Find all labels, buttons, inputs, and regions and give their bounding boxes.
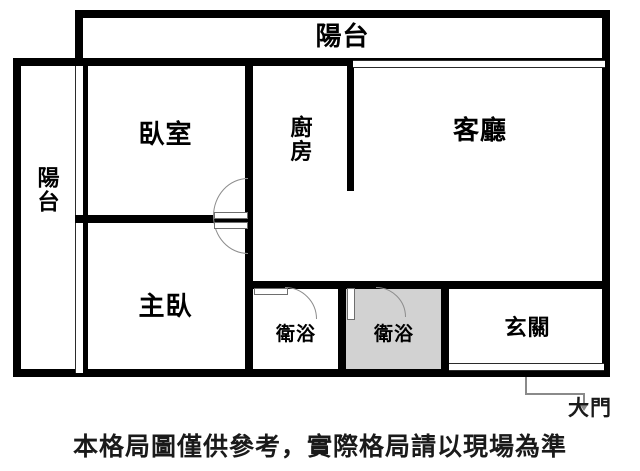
bathroom-1-door-leaf[interactable] — [254, 288, 288, 295]
room-label-bathroom-2: 衛浴 — [373, 323, 414, 346]
disclaimer-caption: 本格局圖僅供參考，實際格局請以現場為準 — [72, 432, 567, 461]
wall-bedroom-master-divider — [75, 215, 253, 223]
wall-top-balcony-right — [602, 10, 610, 66]
wall-main-top-left-segment — [13, 58, 83, 66]
wall-bathroom-top — [245, 281, 610, 289]
room-label-kitchen: 廚 房 — [290, 115, 314, 165]
bedroom-door-leaf[interactable] — [214, 212, 248, 219]
wall-left-balcony-divider-top — [75, 58, 83, 66]
room-label-living-room: 客廳 — [452, 116, 507, 147]
room-label-bathroom-1: 衛浴 — [275, 323, 316, 346]
wall-bathroom-divider — [338, 281, 346, 377]
wall-main-left — [13, 58, 21, 377]
foyer-entrance-door[interactable] — [449, 363, 604, 371]
room-fill-top-balcony — [79, 14, 606, 62]
room-label-foyer: 玄關 — [504, 316, 551, 342]
room-label-left-balcony: 陽台 — [33, 166, 59, 214]
room-label-bedroom: 臥室 — [138, 120, 193, 151]
wall-bathroom2-foyer-divider — [441, 281, 449, 377]
room-label-top-balcony: 陽台 — [315, 22, 370, 53]
entrance-leader-horizontal — [525, 393, 585, 395]
bathroom-2-door-leaf[interactable] — [347, 288, 355, 320]
entrance-arrow-icon — [579, 403, 589, 411]
wall-main-bottom — [13, 369, 610, 377]
living-room-window[interactable] — [353, 60, 605, 68]
room-fill-master-bedroom — [85, 227, 245, 373]
entrance-label: 大門 — [568, 396, 612, 420]
entrance-leader-vertical-left — [525, 377, 527, 395]
room-fill-foyer — [449, 289, 606, 373]
room-fill-kitchen — [253, 66, 353, 281]
wall-top-balcony-bottom — [75, 58, 610, 66]
room-fill-left-balcony — [17, 66, 75, 373]
room-fill-living-room — [353, 66, 606, 281]
room-label-master-bedroom: 主臥 — [138, 292, 193, 323]
wall-top-balcony-left — [75, 10, 83, 66]
entrance-leader-vertical-right — [583, 393, 585, 405]
wall-top-balcony-top — [75, 10, 610, 18]
wall-kitchen-partition — [347, 58, 354, 191]
wall-main-right — [602, 58, 610, 377]
master-bedroom-door-leaf[interactable] — [214, 222, 248, 229]
